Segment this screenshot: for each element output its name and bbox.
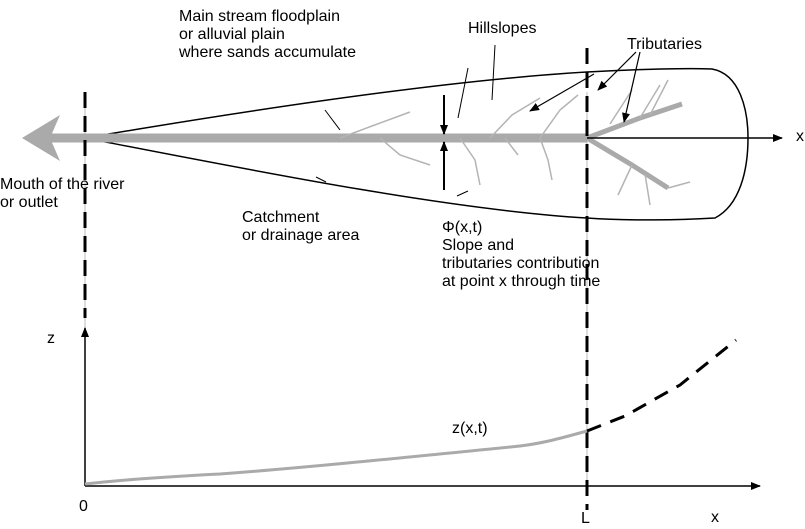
annotation-pointers <box>315 44 496 197</box>
mouth-label: Mouth of the river or outlet <box>0 176 125 212</box>
tributary-main-upper <box>586 101 683 141</box>
catchment-label-line-2: or drainage area <box>242 227 360 244</box>
floodplain-label-line-3: where sands accumulate <box>179 44 356 61</box>
tributary-main-lower <box>585 135 670 191</box>
phi-label-line-4: at point x through time <box>442 273 601 290</box>
z-profile-extension <box>586 338 737 433</box>
floodplain-label: Main stream floodplain or alluvial plain… <box>179 8 356 62</box>
origin-label: 0 <box>79 498 88 515</box>
main-stream-arrowhead <box>22 115 60 161</box>
z-profile-curve <box>84 429 588 486</box>
tributaries-arrow-left <box>597 51 637 91</box>
floodplain-label-line-1: Main stream floodplain <box>179 8 340 25</box>
lower-x-axis-label: x <box>711 509 719 526</box>
catchment-label-line-1: Catchment <box>242 209 320 226</box>
mouth-label-line-2: or outlet <box>0 194 58 211</box>
mouth-label-line-1: Mouth of the river <box>0 176 125 193</box>
tributaries-arrow-right <box>622 51 641 123</box>
phi-label: Φ(x,t) Slope and tributaries contributio… <box>442 219 600 291</box>
tributaries-label: Tributaries <box>627 36 702 53</box>
catchment-label: Catchment or drainage area <box>242 209 359 245</box>
z-axis-label: z <box>47 330 55 347</box>
upper-x-axis-label: x <box>796 128 804 145</box>
floodplain-label-line-2: or alluvial plain <box>179 26 285 43</box>
L-label: L <box>581 510 590 527</box>
phi-label-line-3: tributaries contribution <box>442 255 600 272</box>
hillslopes-label: Hillslopes <box>468 20 537 37</box>
phi-label-line-2: Slope and <box>442 237 515 254</box>
phi-label-symbol: Φ(x,t) <box>442 219 483 236</box>
z-curve-label: z(x,t) <box>452 420 488 437</box>
hillslopes-arrow <box>529 73 595 112</box>
